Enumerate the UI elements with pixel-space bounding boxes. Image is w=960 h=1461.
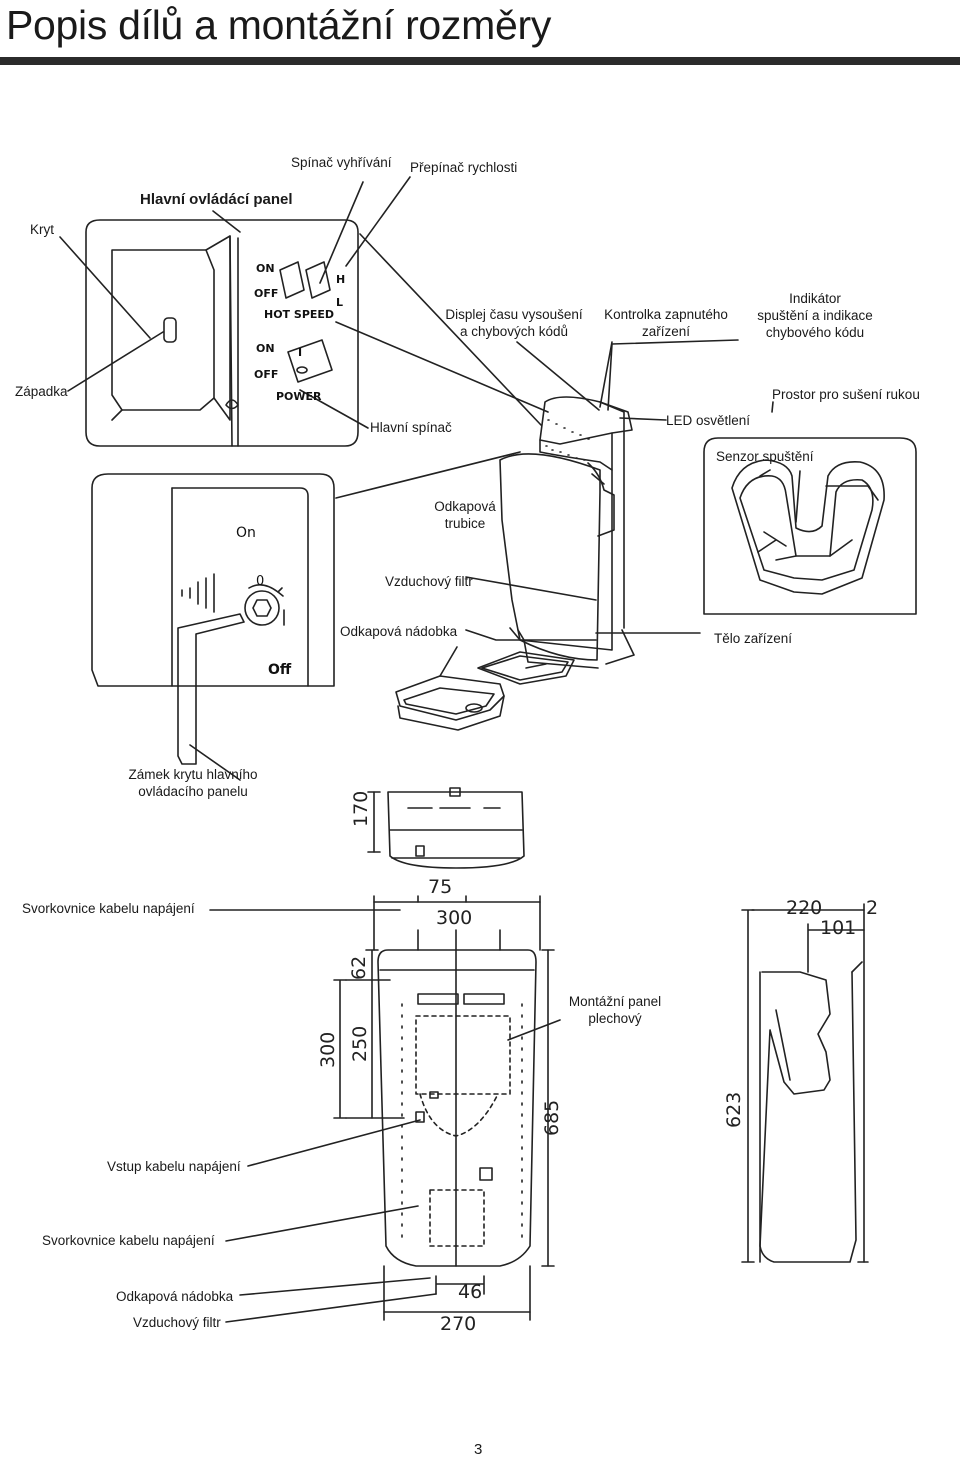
label-vzduchovy-filtr: Vzduchový filtr (385, 574, 473, 589)
label-svorkovnice-1: Svorkovnice kabelu napájení (22, 901, 195, 916)
label-hlavni-ovladaci-panel: Hlavní ovládácí panel (140, 191, 293, 208)
lock-zero: 0 (256, 574, 264, 589)
marking-i: I (298, 346, 302, 359)
marking-l: L (336, 296, 343, 309)
dim-685: 685 (541, 1100, 563, 1136)
bottom-view-outline (387, 791, 525, 869)
label-displej: Displej času vysoušení a chybových kódů (445, 307, 583, 339)
label-kryt: Kryt (30, 222, 55, 237)
dim-75: 75 (428, 876, 452, 898)
cover-door-edge (205, 235, 231, 421)
label-led: LED osvětlení (666, 413, 751, 428)
lock-closeup-frame (91, 473, 335, 687)
page-number: 3 (474, 1441, 483, 1458)
dim-170: 170 (350, 791, 372, 827)
power-switch (287, 339, 333, 383)
marking-off-2: OFF (254, 368, 278, 381)
lock-off: Off (268, 662, 292, 678)
label-spinac-vyhrivani: Spínač vyhřívání (291, 155, 392, 170)
dim-250: 250 (349, 1026, 371, 1062)
label-odkapova-trubice: Odkapová trubice (434, 499, 496, 531)
dryer-body-front (499, 453, 601, 661)
marking-hot-speed: HOT SPEED (264, 308, 334, 321)
label-indikator: Indikátor spuštění a indikace chybového … (757, 291, 873, 340)
label-vzduchovy-filtr-2: Vzduchový filtr (133, 1315, 221, 1330)
bracket-left (417, 993, 459, 1005)
label-senzor: Senzor spuštění (716, 449, 814, 464)
allen-key (177, 613, 245, 765)
dim-46: 46 (458, 1281, 482, 1303)
lock-knob (244, 590, 280, 626)
dim-220: 220 (786, 897, 822, 919)
label-montazni-panel: Montážní panel plechový (568, 994, 662, 1026)
page-title: Popis dílů a montážní rozměry (6, 2, 552, 48)
drying-space-top (731, 459, 885, 595)
marking-on-2: ON (256, 342, 275, 355)
label-telo: Tělo zařízení (714, 631, 793, 646)
dim-101: 101 (820, 917, 856, 939)
marking-power: POWER (276, 390, 322, 403)
cover-door (111, 249, 215, 411)
label-hlavni-spinac: Hlavní spínač (370, 420, 452, 435)
title-rule (0, 57, 960, 65)
front-view-outline (377, 949, 537, 1267)
lock-on: On (236, 525, 256, 541)
marking-off: OFF (254, 287, 278, 300)
label-prepinac-rychlosti: Přepínač rychlosti (410, 160, 518, 175)
drip-tray (395, 675, 505, 721)
dim-300-top: 300 (436, 907, 472, 929)
panel-closeup-frame (85, 219, 359, 447)
dim-623: 623 (723, 1092, 745, 1128)
filter-tray (477, 651, 575, 685)
heat-switch (279, 261, 305, 299)
speed-switch (305, 261, 331, 299)
label-odkapova-nadobka-2: Odkapová nádobka (116, 1289, 234, 1304)
marking-h: H (336, 273, 345, 286)
dim-2: 2 (866, 897, 878, 919)
terminal-box (415, 845, 425, 857)
label-odkapova-nadobka: Odkapová nádobka (340, 624, 458, 639)
label-svorkovnice-2: Svorkovnice kabelu napájení (42, 1233, 215, 1248)
label-zapadka: Západka (15, 384, 68, 399)
side-view-outline (759, 971, 857, 1263)
label-vstup: Vstup kabelu napájení (107, 1159, 241, 1174)
marking-on: ON (256, 262, 275, 275)
dim-300-side: 300 (317, 1032, 339, 1068)
bracket-right (463, 993, 505, 1005)
label-kontrolka: Kontrolka zapnutého zařízení (604, 307, 728, 339)
label-prostor: Prostor pro sušení rukou (772, 387, 920, 402)
dryer-top-head (539, 396, 633, 445)
drying-space-frame (703, 437, 917, 615)
dim-270: 270 (440, 1313, 476, 1335)
latch-slot (163, 317, 177, 343)
dim-62: 62 (348, 956, 370, 980)
label-zamek: Zámek krytu hlavního ovládacího panelu (128, 767, 258, 799)
